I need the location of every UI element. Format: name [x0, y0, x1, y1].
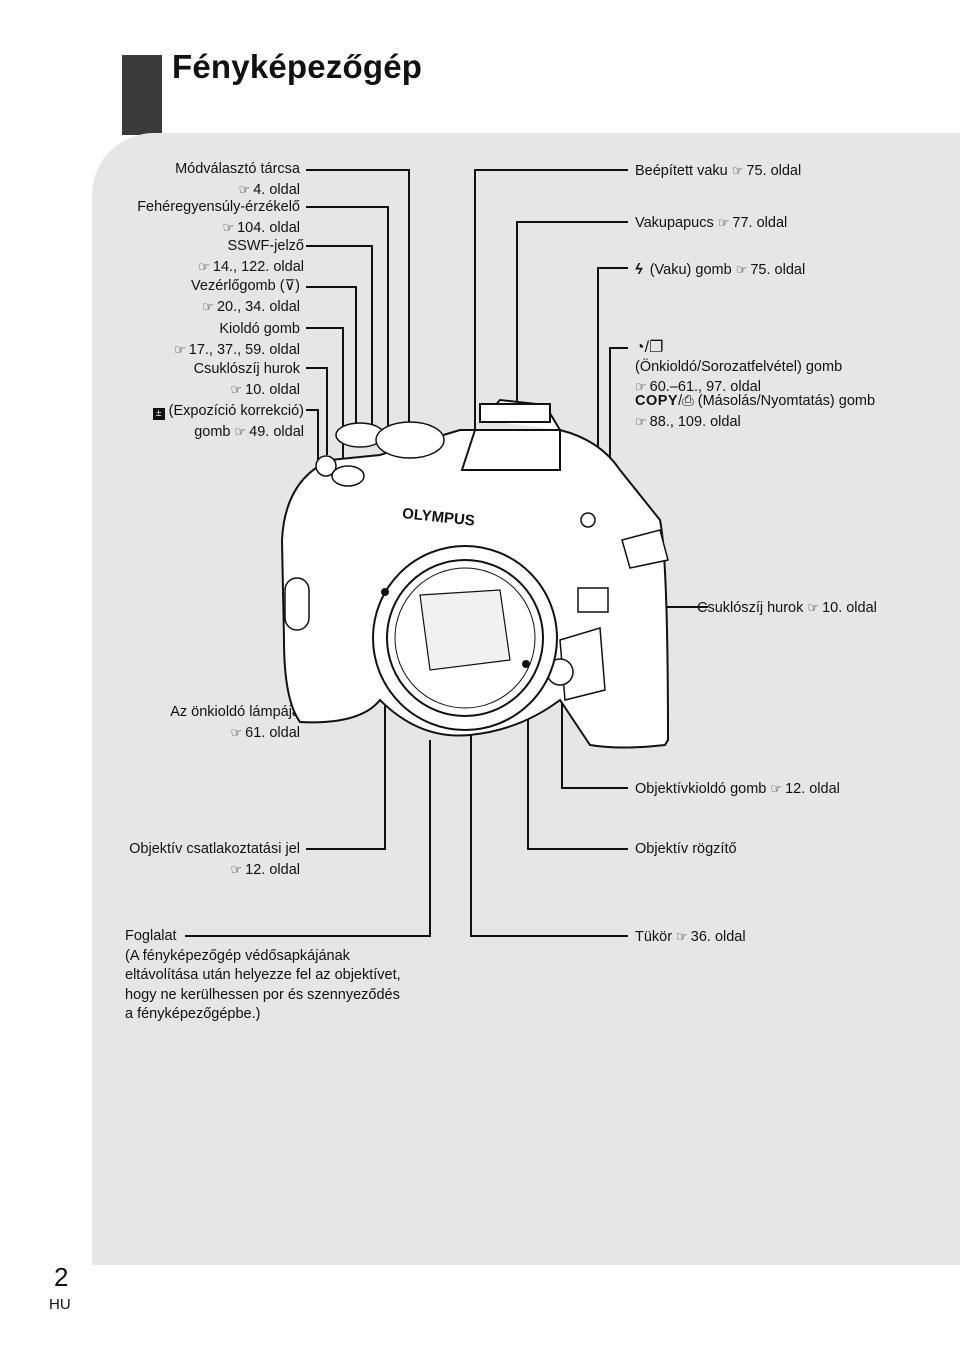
label-sswf: SSWF-jelző ☞14., 122. oldal — [198, 238, 304, 275]
label-exposure-comp: ±(Expozíció korrekció) gomb ☞49. oldal — [152, 402, 304, 442]
label-mirror: Tükör ☞36. oldal — [635, 929, 746, 945]
label-shutter-button: Kioldó gomb ☞17., 37., 59. oldal — [174, 321, 300, 358]
copy-icon: COPY — [635, 393, 679, 409]
label-mount: Foglalat (A fényképezőgép védősapkájának… — [125, 928, 401, 1022]
ref-icon: ☞ — [717, 215, 730, 230]
label-selftimer-lamp: Az önkioldó lámpája ☞61. oldal — [170, 704, 300, 741]
ref-icon: ☞ — [230, 724, 243, 740]
label-strap-eyelet-left: Csuklószíj hurok ☞10. oldal — [193, 361, 300, 398]
label-selftimer-button: ◔/❐ (Önkioldó/Sorozatfelvétel) gomb ☞60.… — [635, 339, 843, 395]
label-control-dial: Vezérlőgomb (⊽) ☞20., 34. oldal — [191, 278, 300, 315]
label-builtin-flash: Beépített vaku ☞75. oldal — [635, 163, 802, 179]
ref-icon: ☞ — [635, 379, 647, 394]
label-strap-eyelet-right: Csuklószíj hurok ☞10. oldal — [697, 600, 877, 616]
label-mode-dial: Módválasztó tárcsa ☞4. oldal — [175, 161, 300, 198]
print-icon: /⎙ — [678, 393, 694, 409]
page-number: 2 — [54, 1262, 69, 1292]
label-hot-shoe: Vakupapucs ☞77. oldal — [635, 215, 788, 231]
leader-mode-dial — [306, 169, 410, 500]
flash-icon: ϟ — [635, 262, 643, 278]
label-lens-mount-mark: Objektív csatlakoztatási jel ☞12. oldal — [129, 841, 300, 878]
page-language: HU — [49, 1296, 71, 1313]
lens-mount — [372, 545, 558, 731]
label-lens-release: Objektívkioldó gomb ☞12. oldal — [635, 781, 840, 797]
ref-icon: ☞ — [676, 929, 688, 944]
ref-icon: ☞ — [198, 258, 210, 274]
label-copy-print-button: COPY/⎙ (Másolás/Nyomtatás) gomb ☞88., 10… — [635, 393, 876, 430]
exposure-comp-icon: ± — [152, 408, 165, 420]
ref-icon: ☞ — [731, 163, 744, 178]
ref-icon: ☞ — [222, 219, 235, 235]
ref-icon: ☞ — [238, 181, 251, 197]
ref-icon: ☞ — [635, 413, 647, 429]
ref-icon: ☞ — [770, 781, 783, 796]
ref-icon: ☞ — [807, 600, 820, 615]
title-bar — [122, 55, 162, 135]
ref-icon: ☞ — [202, 298, 214, 314]
page-title: Fényképezőgép — [172, 48, 423, 85]
label-flash-button: ϟ (Vaku) gomb ☞75. oldal — [635, 260, 805, 281]
ref-icon: ☞ — [230, 381, 243, 397]
ref-icon: ☞ — [230, 861, 243, 877]
ref-icon: ☞ — [174, 341, 186, 357]
label-lens-lock: Objektív rögzítő — [635, 841, 737, 857]
selftimer-sequential-icon: ◔/❐ — [635, 339, 664, 356]
ref-icon: ☞ — [735, 262, 748, 277]
control-dial-icon: ⊽ — [284, 278, 296, 294]
ref-icon: ☞ — [234, 423, 247, 439]
label-wb-sensor: Fehéregyensúly-érzékelő ☞104. oldal — [137, 199, 300, 236]
